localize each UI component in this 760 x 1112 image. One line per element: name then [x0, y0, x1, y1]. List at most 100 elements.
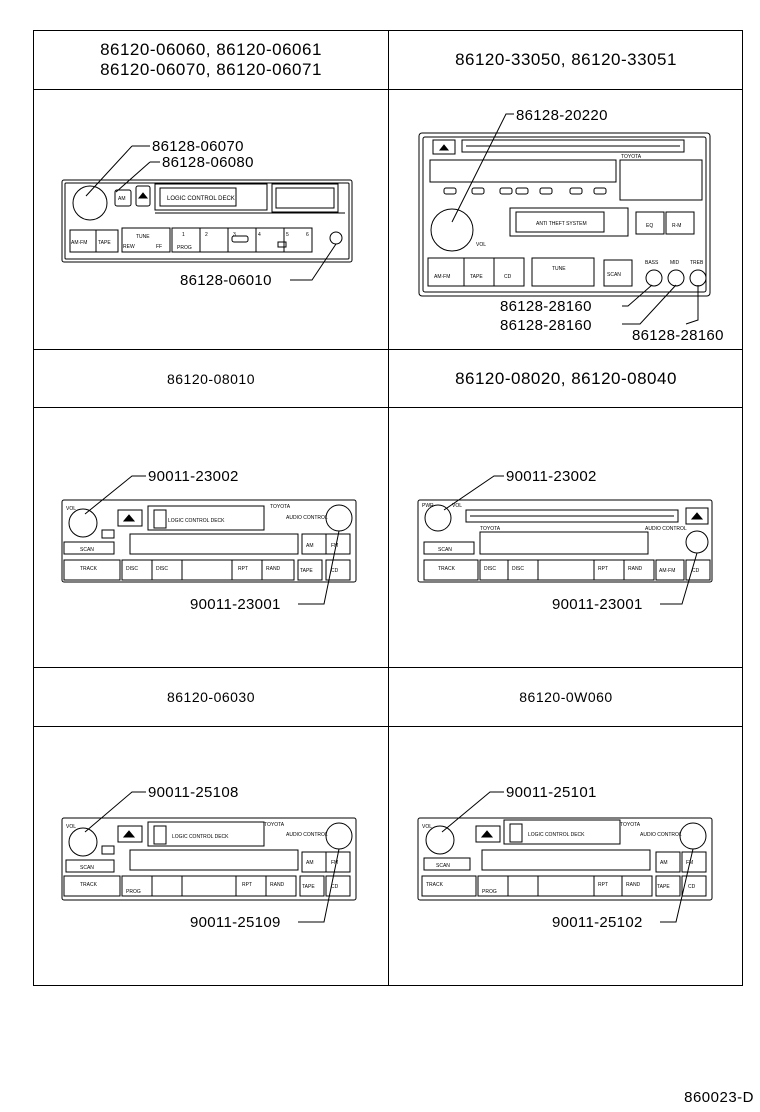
svg-text:SCAN: SCAN: [80, 865, 94, 871]
callout-label: 86128-06080: [162, 154, 254, 171]
svg-text:5: 5: [286, 232, 289, 238]
tone-knob: [325, 504, 353, 532]
svg-text:DISC: DISC: [126, 566, 138, 572]
svg-text:TRACK: TRACK: [80, 882, 98, 888]
svg-text:VOL: VOL: [422, 824, 432, 830]
svg-text:SCAN: SCAN: [438, 547, 452, 553]
callout-label: 90011-25109: [190, 914, 281, 931]
svg-text:FF: FF: [156, 244, 162, 250]
callout-label: 86128-28160: [500, 317, 592, 334]
svg-text:CD: CD: [504, 274, 512, 280]
volume-knob: [68, 508, 98, 538]
svg-text:AUDIO CONTROL: AUDIO CONTROL: [640, 832, 682, 838]
svg-text:LOGIC CONTROL DECK: LOGIC CONTROL DECK: [528, 832, 585, 838]
radio-unit-3: [61, 499, 357, 583]
svg-text:RAND: RAND: [628, 566, 643, 572]
svg-text:AM·FM: AM·FM: [71, 240, 87, 246]
svg-text:RAND: RAND: [266, 566, 281, 572]
svg-text:LOGIC CONTROL DECK: LOGIC CONTROL DECK: [167, 196, 235, 202]
tone-knob: [325, 822, 353, 850]
callout-label: 86128-06070: [152, 138, 244, 155]
header-r3-right: 86120-0W060: [519, 689, 613, 705]
svg-text:RPT: RPT: [242, 882, 252, 888]
svg-text:BASS: BASS: [645, 260, 659, 266]
svg-text:PWR: PWR: [422, 503, 434, 509]
radio-unit-1: [61, 179, 353, 263]
svg-text:FM: FM: [331, 543, 338, 549]
volume-knob: [424, 504, 452, 532]
svg-text:MID: MID: [670, 260, 680, 266]
column-divider: [388, 31, 389, 985]
svg-text:AM: AM: [660, 860, 668, 866]
svg-text:VOL: VOL: [66, 506, 76, 512]
svg-text:AM: AM: [118, 196, 126, 202]
volume-knob: [430, 208, 474, 252]
callout-label: 86128-28160: [500, 298, 592, 315]
svg-text:CD: CD: [688, 884, 696, 890]
svg-text:TOYOTA: TOYOTA: [621, 154, 642, 160]
svg-text:REW: REW: [123, 244, 135, 250]
svg-text:CD: CD: [331, 884, 339, 890]
svg-text:AUDIO CONTROL: AUDIO CONTROL: [645, 526, 687, 532]
svg-text:TREB: TREB: [690, 260, 704, 266]
svg-text:6: 6: [306, 232, 309, 238]
svg-text:PROG: PROG: [482, 889, 497, 895]
svg-text:DISC: DISC: [484, 566, 496, 572]
callout-label: 90011-25101: [506, 784, 597, 801]
header-r3-left: 86120-06030: [166, 689, 256, 705]
radio-unit-6: [417, 817, 713, 901]
svg-text:TOYOTA: TOYOTA: [264, 822, 285, 828]
svg-text:AM: AM: [306, 860, 314, 866]
svg-text:EQ: EQ: [646, 223, 653, 229]
svg-text:RPT: RPT: [598, 566, 608, 572]
callout-label: 90011-25108: [148, 784, 239, 801]
volume-knob: [68, 827, 98, 857]
svg-text:RPT: RPT: [598, 882, 608, 888]
svg-text:TAPE: TAPE: [470, 274, 483, 280]
svg-text:RAND: RAND: [626, 882, 641, 888]
catalog-grid: [33, 30, 743, 986]
bass-knob: [645, 269, 663, 287]
svg-text:SCAN: SCAN: [436, 863, 450, 869]
svg-text:PROG: PROG: [177, 245, 192, 251]
volume-knob: [72, 185, 108, 221]
svg-text:TUNE: TUNE: [136, 234, 150, 240]
volume-knob: [425, 825, 455, 855]
callout-label: 90011-23001: [190, 596, 281, 613]
svg-text:TAPE: TAPE: [98, 240, 111, 246]
mid-knob: [667, 269, 685, 287]
svg-text:AUDIO CONTROL: AUDIO CONTROL: [286, 515, 328, 521]
svg-text:4: 4: [258, 232, 261, 238]
svg-text:TUNE: TUNE: [552, 266, 566, 272]
tone-knob-small: [329, 231, 343, 245]
svg-text:TAPE: TAPE: [300, 568, 313, 574]
svg-text:VOL: VOL: [452, 503, 462, 509]
header-r1-right: 86120-33050, 86120-33051: [455, 50, 677, 69]
svg-text:PROG: PROG: [126, 889, 141, 895]
tone-knob: [679, 822, 707, 850]
svg-text:3: 3: [233, 232, 236, 238]
svg-text:CD: CD: [692, 568, 700, 574]
svg-text:RAND: RAND: [270, 882, 285, 888]
svg-text:TRACK: TRACK: [80, 566, 98, 572]
svg-text:DISC: DISC: [156, 566, 168, 572]
svg-text:TOYOTA: TOYOTA: [620, 822, 641, 828]
header-r2-right: 86120-08020, 86120-08040: [455, 369, 677, 388]
treb-knob: [689, 269, 707, 287]
callout-label: 86128-06010: [180, 272, 272, 289]
callout-label: 90011-23002: [506, 468, 597, 485]
callout-label: 86128-28160: [632, 327, 724, 344]
svg-text:1: 1: [182, 232, 185, 238]
svg-text:TOYOTA: TOYOTA: [480, 526, 501, 532]
svg-text:SCAN: SCAN: [80, 547, 94, 553]
svg-text:SCAN: SCAN: [607, 272, 621, 278]
callout-label: 86128-20220: [516, 107, 608, 124]
radio-unit-2: [418, 132, 711, 297]
svg-text:TAPE: TAPE: [302, 884, 315, 890]
svg-text:FM: FM: [331, 860, 338, 866]
callout-label: 90011-23001: [552, 596, 643, 613]
svg-text:2: 2: [205, 232, 208, 238]
svg-text:LOGIC CONTROL DECK: LOGIC CONTROL DECK: [168, 518, 225, 524]
svg-text:VOL: VOL: [476, 242, 486, 248]
